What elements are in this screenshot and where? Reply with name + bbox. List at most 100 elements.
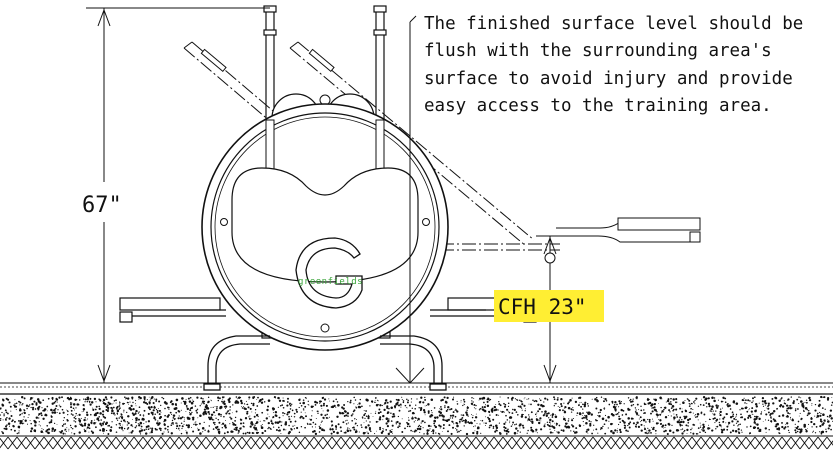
gravel-speck [815, 426, 818, 428]
gravel-speck [750, 410, 753, 413]
gravel-speck [505, 421, 507, 423]
gravel-speck [478, 427, 480, 430]
gravel-speck [504, 427, 507, 430]
gravel-speck [342, 421, 345, 424]
gravel-speck [755, 423, 757, 425]
gravel-speck [675, 398, 678, 401]
gravel-speck [694, 415, 696, 417]
gravel-speck [671, 424, 673, 427]
gravel-speck [280, 424, 283, 427]
gravel-speck [826, 396, 830, 400]
gravel-speck [199, 432, 202, 435]
gravel-speck [591, 398, 593, 400]
gravel-speck [786, 415, 789, 418]
gravel-speck [171, 413, 173, 415]
hatch-stroke [574, 436, 585, 450]
gravel-speck [179, 417, 183, 420]
gravel-speck [830, 404, 833, 406]
gravel-speck [656, 416, 658, 418]
gravel-speck [135, 417, 138, 420]
gravel-speck [548, 421, 551, 424]
gravel-speck [479, 397, 482, 400]
gravel-speck [758, 402, 760, 404]
gravel-speck [211, 418, 213, 420]
gravel-speck [648, 418, 651, 421]
gravel-speck [492, 427, 495, 429]
gravel-speck [304, 405, 307, 408]
gravel-speck [157, 408, 159, 410]
gravel-speck [620, 401, 622, 403]
gravel-speck [673, 416, 676, 419]
gravel-speck [737, 428, 740, 431]
gravel-speck [785, 416, 788, 418]
gravel-speck [72, 403, 76, 406]
gravel-speck [683, 415, 686, 418]
gravel-speck [797, 428, 799, 431]
gravel-speck [55, 405, 58, 407]
gravel-speck [713, 397, 716, 399]
gravel-speck [722, 417, 725, 420]
gravel-speck [453, 396, 455, 398]
gravel-speck [353, 409, 356, 412]
gravel-speck [106, 404, 109, 407]
gravel-speck [283, 400, 285, 402]
gravel-speck [153, 398, 155, 400]
gravel-speck [655, 422, 659, 425]
gravel-speck [555, 424, 558, 426]
gravel-speck [622, 409, 625, 412]
gravel-speck [236, 398, 238, 400]
gravel-speck [95, 426, 97, 429]
gravel-speck [240, 401, 243, 405]
gravel-speck [420, 407, 423, 410]
gravel-speck [118, 408, 120, 410]
gravel-speck [465, 432, 469, 436]
gravel-speck [153, 406, 156, 409]
gravel-speck [498, 422, 500, 424]
hatch-stroke [52, 436, 63, 450]
gravel-speck [486, 398, 489, 401]
gravel-speck [59, 431, 63, 434]
gravel-speck [776, 407, 778, 410]
gravel-speck [638, 414, 640, 416]
gravel-speck [102, 415, 105, 418]
gravel-speck [392, 432, 393, 434]
gravel-speck [143, 415, 145, 417]
gravel-speck [473, 426, 475, 428]
gravel-speck [667, 415, 669, 417]
gravel-speck [274, 421, 277, 424]
gravel-speck [638, 418, 640, 420]
gravel-speck [675, 429, 679, 432]
gravel-speck [489, 412, 491, 414]
gravel-speck [829, 409, 833, 412]
gravel-speck [643, 412, 645, 414]
gravel-speck [770, 416, 772, 418]
gravel-speck [78, 418, 80, 420]
gravel-speck [207, 400, 210, 403]
gravel-speck [604, 432, 607, 435]
gravel-speck [800, 397, 802, 399]
gravel-speck [433, 419, 436, 423]
gravel-speck [512, 408, 514, 411]
gravel-speck [374, 412, 377, 414]
hatch-stroke [61, 436, 72, 450]
gravel-speck [119, 423, 122, 425]
gravel-speck [153, 405, 156, 408]
gravel-speck [563, 416, 565, 418]
gravel-speck [560, 398, 563, 401]
gravel-speck [650, 432, 652, 434]
gravel-speck [115, 402, 117, 404]
gravel-speck [114, 414, 116, 416]
gravel-speck [119, 416, 121, 418]
gravel-speck [669, 411, 671, 413]
gravel-speck [67, 410, 68, 411]
gravel-speck [42, 399, 45, 402]
gravel-speck [681, 410, 684, 413]
gravel-speck [583, 405, 586, 408]
gravel-speck [202, 398, 204, 400]
gravel-speck [364, 426, 368, 429]
gravel-speck [261, 431, 264, 435]
gravel-speck [395, 423, 397, 425]
gravel-speck [402, 400, 405, 402]
gravel-speck [47, 397, 50, 400]
gravel-speck [567, 422, 569, 424]
